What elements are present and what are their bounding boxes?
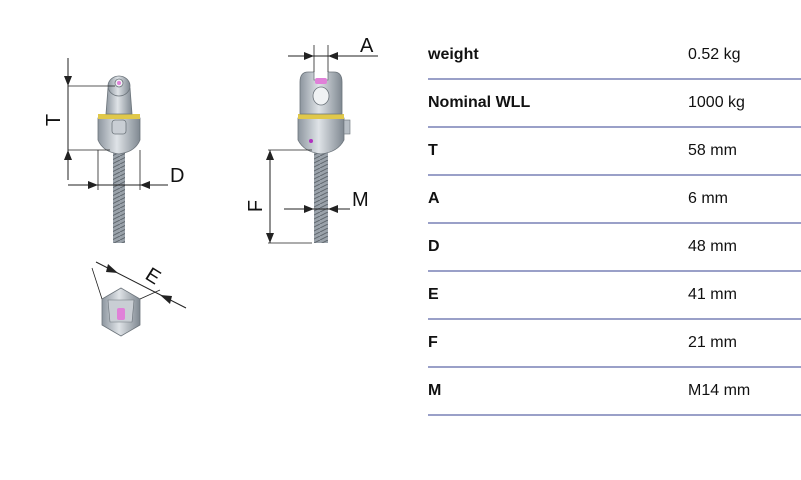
dim-label-A: A — [360, 35, 374, 57]
spec-table: weight 0.52 kg Nominal WLL 1000 kg T 58 … — [428, 32, 801, 416]
dim-label-D: D — [170, 165, 184, 187]
spec-label: D — [428, 238, 440, 255]
spec-label: F — [428, 334, 438, 351]
spec-row-d: D 48 mm — [428, 224, 801, 272]
front-view: T D — [43, 58, 184, 243]
dim-label-E: E — [141, 264, 164, 290]
dim-label-F: F — [245, 200, 267, 212]
dim-label-M: M — [352, 189, 369, 211]
front-pin — [117, 81, 121, 85]
spec-value: 0.52 kg — [688, 46, 741, 63]
side-pin — [315, 78, 327, 84]
technical-drawing: T D A F — [43, 35, 378, 337]
spec-value: 21 mm — [688, 334, 737, 351]
front-ring — [98, 114, 140, 119]
spec-label: M — [428, 382, 442, 399]
spec-row-t: T 58 mm — [428, 128, 801, 176]
spec-label: T — [428, 142, 438, 159]
front-body — [97, 117, 141, 155]
side-view: A F M — [245, 35, 378, 244]
side-tab — [343, 119, 351, 135]
side-dot — [309, 139, 313, 143]
top-pin — [117, 308, 125, 320]
side-bolt — [314, 150, 328, 243]
side-eye-hole — [312, 86, 330, 106]
side-body — [297, 117, 345, 155]
spec-value: 48 mm — [688, 238, 737, 255]
spec-row-nominal-wll: Nominal WLL 1000 kg — [428, 80, 801, 128]
spec-row-a: A 6 mm — [428, 176, 801, 224]
spec-value: 58 mm — [688, 142, 737, 159]
top-view: E — [91, 261, 187, 337]
side-ring — [298, 114, 344, 119]
spec-label: E — [428, 286, 439, 303]
spec-value: 6 mm — [688, 190, 728, 207]
spec-row-weight: weight 0.52 kg — [428, 32, 801, 80]
dim-label-T: T — [43, 114, 65, 126]
front-bolt — [113, 150, 125, 243]
spec-value: 1000 kg — [688, 94, 745, 111]
spec-label: Nominal WLL — [428, 94, 531, 111]
spec-value: 41 mm — [688, 286, 737, 303]
spec-label: A — [428, 190, 440, 207]
spec-label: weight — [428, 46, 479, 63]
spec-row-f: F 21 mm — [428, 320, 801, 368]
front-notch — [111, 119, 127, 135]
spec-row-e: E 41 mm — [428, 272, 801, 320]
spec-row-m: M M14 mm — [428, 368, 801, 416]
spec-value: M14 mm — [688, 382, 751, 399]
